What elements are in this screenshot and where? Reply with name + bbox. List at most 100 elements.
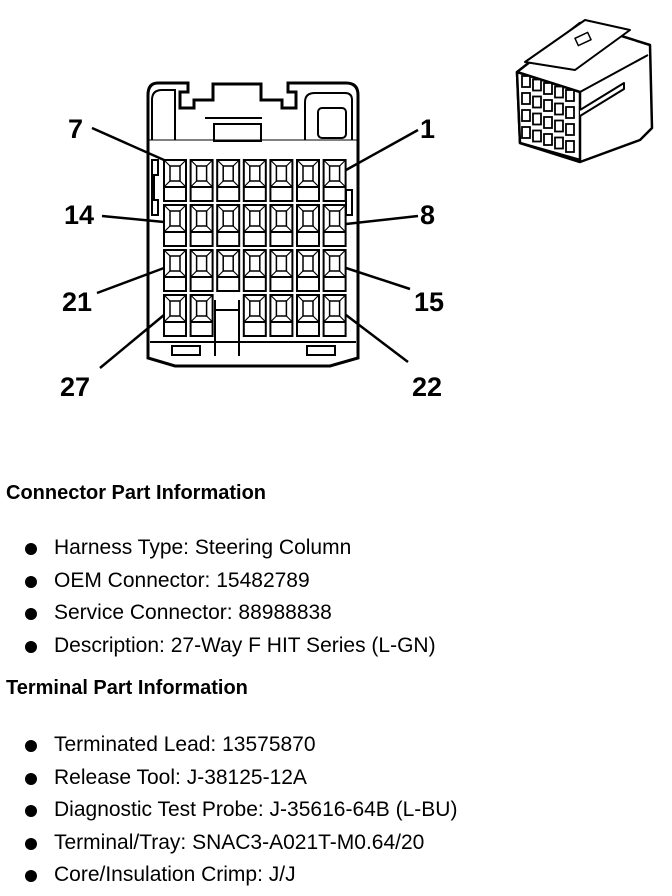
- connector-info-list: Harness Type: Steering Column OEM Connec…: [0, 532, 436, 662]
- list-item: OEM Connector: 15482789: [0, 565, 436, 598]
- cavity-bevel: [323, 249, 347, 278]
- bottom-slot-left: [171, 345, 201, 356]
- terminal-info-list: Terminated Lead: 13575870 Release Tool: …: [0, 729, 457, 892]
- cavity-contact: [169, 165, 181, 182]
- cavity-contact: [195, 300, 208, 317]
- item-text: Core/Insulation Crimp: J/J: [54, 863, 296, 886]
- housing-outline: [146, 81, 360, 368]
- iso-pin: [521, 75, 531, 88]
- item-text: OEM Connector: 15482789: [54, 568, 310, 592]
- cavity-bevel: [243, 249, 267, 278]
- cavity-contact: [195, 165, 208, 182]
- leader-lines: [91, 126, 419, 369]
- iso-pin: [554, 85, 564, 99]
- item-text: Terminated Lead: 13575870: [54, 733, 316, 756]
- pin-cavity: [322, 204, 347, 247]
- iso-pin: [521, 109, 531, 122]
- pin-cavity: [163, 204, 187, 247]
- bullet-icon: [25, 805, 37, 817]
- bullet-icon: [25, 640, 37, 653]
- item-text: Terminal/Tray: SNAC3-A021T-M0.64/20: [54, 830, 425, 854]
- cavity-bevel: [163, 294, 187, 323]
- cavity-contact: [275, 255, 288, 272]
- cavity-contact: [249, 300, 261, 317]
- iso-pin: [554, 136, 564, 150]
- iso-pin: [565, 89, 575, 102]
- cavity-contact: [275, 165, 288, 182]
- iso-pin: [565, 140, 575, 153]
- connector-diagram: 7 1 14 8 21 15 27 22: [60, 19, 654, 402]
- cavity-bevel: [323, 204, 347, 233]
- cavity-contact: [302, 165, 314, 182]
- pin-cavity: [163, 294, 187, 337]
- item-text: Release Tool: J-38125-12A: [54, 765, 307, 789]
- iso-pin: [532, 129, 542, 143]
- pin-cavity: [242, 204, 267, 247]
- cavity-contact: [328, 210, 341, 227]
- leader-22: [345, 314, 409, 363]
- item-text: Diagnostic Test Probe: J-35616-64B (L-BU…: [54, 798, 458, 821]
- cavity-bevel: [323, 159, 347, 188]
- pin-cavity: [242, 159, 267, 202]
- pin-cavity: [296, 249, 320, 292]
- iso-pin: [554, 102, 564, 116]
- pin-cavities: [163, 159, 347, 337]
- pin-cavity: [189, 294, 214, 337]
- leader-14: [101, 214, 165, 224]
- housing-inner-left: [151, 89, 176, 140]
- corner-square: [317, 107, 347, 139]
- cavity-contact: [195, 210, 208, 227]
- right-notch: [345, 189, 353, 216]
- leader-1: [345, 128, 419, 172]
- cavity-contact: [169, 300, 181, 317]
- housing-inner-right: [304, 92, 353, 140]
- bullet-icon: [25, 870, 37, 882]
- pin-cavity: [216, 159, 241, 202]
- cavity-contact: [275, 210, 288, 227]
- pin-cavity: [269, 249, 294, 292]
- cavity-frame: [269, 249, 294, 292]
- cavity-frame: [269, 294, 294, 337]
- pin-cavity: [322, 294, 347, 337]
- pin-cavity: [242, 249, 267, 292]
- cavity-bevel: [323, 294, 347, 323]
- list-item: Description: 27-Way F HIT Series (L-GN): [0, 630, 436, 663]
- cavity-frame: [296, 159, 320, 202]
- cavity-bevel: [296, 204, 320, 233]
- cavity-bevel: [269, 159, 293, 188]
- cavity-bevel: [296, 294, 320, 323]
- connector-info-heading: Connector Part Information: [6, 482, 267, 504]
- iso-pin: [543, 99, 553, 112]
- cavity-contact: [328, 300, 341, 317]
- pin-cavity: [189, 159, 214, 202]
- list-item: Terminal/Tray: SNAC3-A021T-M0.64/20: [0, 827, 457, 860]
- iso-pin: [554, 119, 564, 133]
- pin-cavity: [322, 249, 347, 292]
- cavity-frame: [322, 249, 347, 292]
- cavity-contact: [249, 165, 261, 182]
- pin-cavity: [269, 294, 294, 337]
- cavity-frame: [216, 249, 241, 292]
- cavity-frame: [242, 249, 267, 292]
- iso-top-edge: [579, 54, 649, 93]
- keyway: [214, 300, 240, 356]
- iso-pin: [532, 78, 542, 92]
- cavity-bevel: [243, 204, 267, 233]
- pin-cavity: [296, 204, 320, 247]
- leader-8: [345, 214, 419, 226]
- cavity-contact: [222, 210, 234, 227]
- bullet-icon: [25, 543, 37, 555]
- cavity-bevel: [163, 204, 187, 233]
- cavity-bevel: [190, 249, 214, 278]
- cavity-contact: [302, 210, 314, 227]
- iso-pin: [543, 82, 553, 95]
- cavity-bevel: [243, 294, 267, 323]
- cavity-bevel: [163, 249, 187, 278]
- list-item: Diagnostic Test Probe: J-35616-64B (L-BU…: [0, 794, 457, 827]
- item-text: Description: 27-Way F HIT Series (L-GN): [54, 633, 436, 657]
- cavity-frame: [322, 204, 347, 247]
- cavity-bevel: [190, 294, 214, 323]
- bullet-icon: [25, 608, 37, 620]
- pin-cavity: [322, 159, 347, 202]
- iso-pin: [521, 92, 531, 105]
